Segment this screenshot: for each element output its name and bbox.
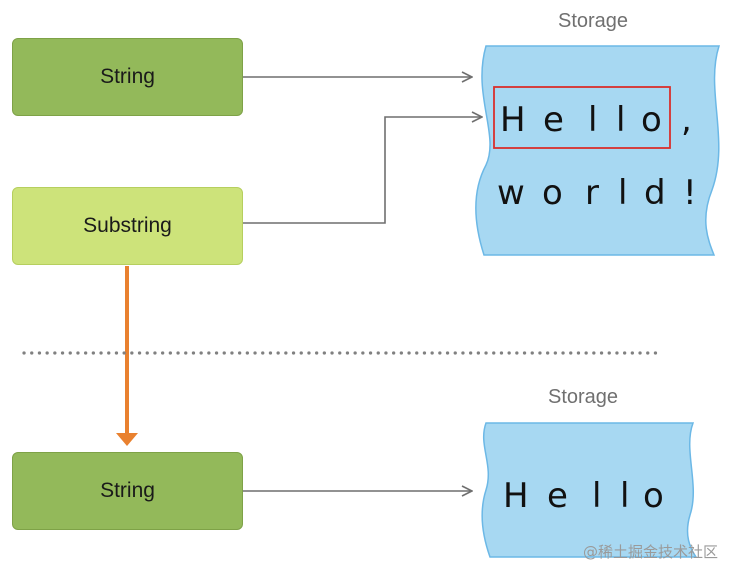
conversion-arrow-head	[116, 433, 138, 446]
watermark: @稀土掘金技术社区	[582, 543, 718, 561]
char: o	[542, 173, 563, 213]
char: e	[547, 476, 568, 516]
top-storage-shape	[475, 45, 721, 256]
char: o	[641, 100, 662, 140]
char: o	[643, 476, 664, 516]
string-box-top: String	[12, 38, 243, 116]
char: l	[620, 476, 630, 516]
char: w	[497, 173, 525, 213]
substring-box-label: Substring	[83, 214, 172, 237]
char: l	[592, 476, 602, 516]
storage-title-bottom: Storage	[548, 386, 619, 408]
char: H	[503, 476, 529, 516]
char: r	[585, 173, 599, 213]
bottom-storage-shape	[481, 422, 698, 558]
hello-highlight-box	[493, 86, 671, 149]
char: l	[616, 100, 626, 140]
string-box-bottom-label: String	[100, 479, 155, 502]
char: H	[500, 100, 526, 140]
char: l	[588, 100, 598, 140]
char: ,	[681, 100, 692, 140]
string-box-bottom: String	[12, 452, 243, 530]
char: d	[644, 173, 666, 213]
char: e	[543, 100, 564, 140]
arrow-substring-to-storage	[243, 117, 481, 224]
char: !	[683, 173, 697, 213]
string-box-top-label: String	[100, 65, 155, 88]
substring-box: Substring	[12, 187, 243, 265]
storage-title-top: Storage	[558, 10, 629, 32]
char: l	[618, 173, 628, 213]
